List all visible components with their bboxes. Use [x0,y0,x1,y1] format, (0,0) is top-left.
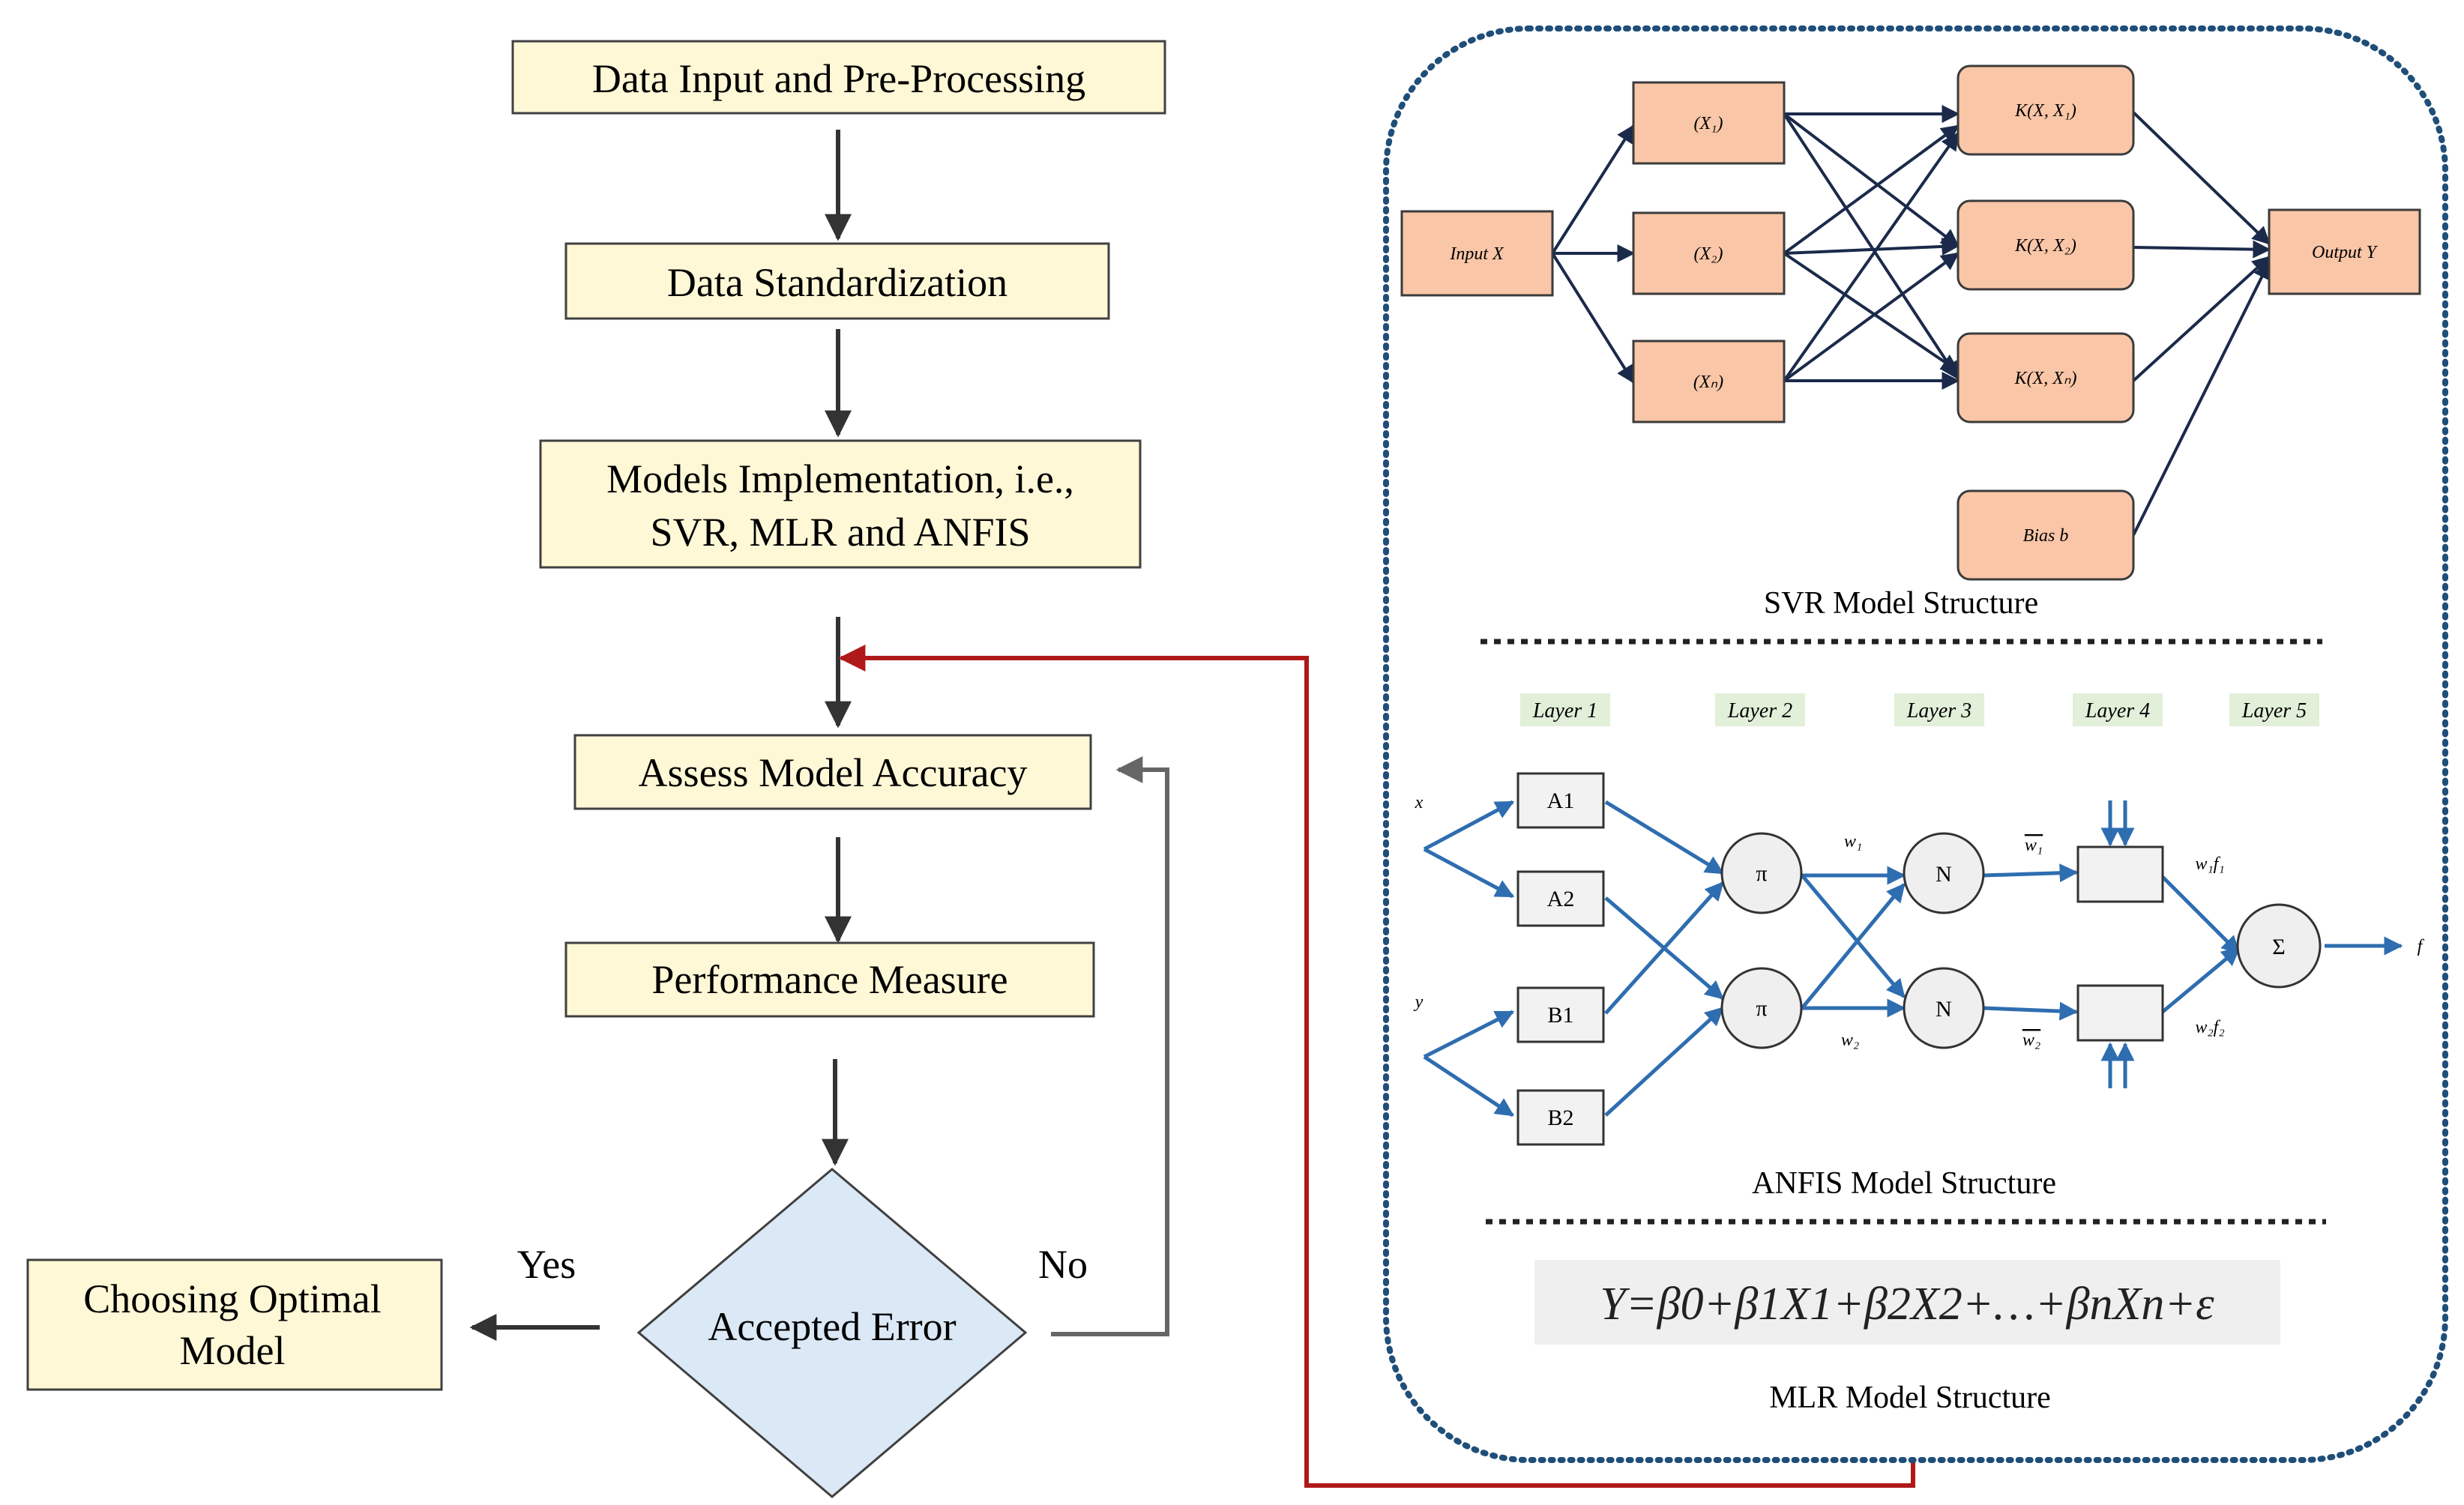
flowchart: Data Input and Pre-Processing Data Stand… [26,40,1915,1498]
layer1-label: Layer 1 [1532,699,1597,723]
anfis-n1-node [1903,832,1985,914]
mlr-formula: Y=β0+β1X1+β2X2+…+βnXn+ε [1600,1279,2214,1330]
svr-caption: SVR Model Structure [1764,586,2038,621]
step-assess-box [573,734,1092,810]
no-label: No [1038,1242,1088,1287]
layer3-label-bg [1894,693,1984,726]
svr-kernel2-node [1957,199,2135,291]
svr-connections [1551,105,2271,536]
svr-output-node [2268,208,2421,295]
anfis-n2-label: N [1936,997,1952,1022]
anfis-pi1-label: π [1756,861,1767,886]
mlr-caption: MLR Model Structure [1769,1381,2051,1415]
optimal-model-box [26,1258,443,1391]
anfis-sum-label: Σ [2272,935,2285,959]
layer2-label: Layer 2 [1727,699,1792,723]
layer1-label-bg [1520,693,1610,726]
anfis-a1-node [1516,772,1605,829]
anfis-w2f2-label: w₂f₂ [2195,1018,2224,1037]
anfis-connections [1423,800,2403,1118]
layer4-label-bg [2073,693,2163,726]
svr-xn-node [1632,340,1786,423]
step-models-label-line2: SVR, MLR and ANFIS [650,510,1030,555]
anfis-caption: ANFIS Model Structure [1752,1166,2056,1201]
svr-output-label: Output Y [2312,243,2379,262]
layer3-label: Layer 3 [1906,699,1971,723]
anfis-b2-node [1516,1089,1605,1146]
mlr-structure: Y=β0+β1X1+β2X2+…+βnXn+ε MLR Model Struct… [1534,1260,2280,1415]
anfis-b2-label: B2 [1547,1106,1573,1130]
svr-x2-label: (X₂) [1694,244,1723,264]
anfis-b1-node [1516,986,1605,1043]
svr-bias-node [1957,489,2135,581]
svr-kernel3-node [1957,332,2135,423]
anfis-a1-label: A1 [1547,788,1575,813]
svr-structure: Input X (X₁) (X₂) (Xₙ) K(X, X₁) K(X, X₂)… [1400,64,2421,621]
svr-x1-node [1632,81,1786,165]
step-models-box [539,439,1142,569]
anfis-sum-node [2236,903,2322,989]
optimal-model-label-line2: Model [180,1328,286,1373]
layer5-label-bg [2229,693,2319,726]
anfis-n1-label: N [1936,862,1952,887]
layer4-label: Layer 4 [2085,699,2150,723]
anfis-input-x: x [1415,793,1424,812]
step-performance-label: Performance Measure [651,957,1007,1002]
model-structures-panel [1383,25,2448,1463]
svr-bias-label: Bias b [2023,526,2069,546]
optimal-model-label-line1: Choosing Optimal [83,1276,382,1321]
anfis-output-label: f [2418,937,2425,956]
mlr-formula-bg [1534,1260,2280,1345]
anfis-w1-label: w₁ [1844,832,1862,851]
anfis-w1f1-label: w₁f₁ [2195,854,2224,874]
yes-label: Yes [517,1242,576,1287]
svr-xn-label: (Xₙ) [1693,373,1723,392]
anfis-pi2-label: π [1756,996,1767,1021]
arrow-no-feedback [1051,756,1169,1336]
anfis-b1-label: B1 [1547,1003,1573,1028]
step-assess-label: Assess Model Accuracy [639,750,1028,795]
decision-label: Accepted Error [708,1304,956,1349]
svr-kernel3-label: K(X, Xₙ) [2014,369,2077,388]
svr-kernel2-label: K(X, X₂) [2014,236,2076,256]
anfis-a2-label: A2 [1547,887,1575,911]
anfis-pi2-node [1720,967,1803,1049]
step-models-label-line1: Models Implementation, i.e., [606,456,1074,501]
step-performance-box [564,941,1095,1018]
layer5-label: Layer 5 [2241,699,2307,723]
anfis-layer4-box1 [2076,845,2164,903]
svr-x1-label: (X₁) [1694,114,1723,133]
step-data-input-label: Data Input and Pre-Processing [592,56,1085,101]
anfis-a2-node [1516,870,1605,927]
svr-kernel1-node [1957,64,2135,156]
step-standardization-label: Data Standardization [667,260,1007,305]
anfis-input-y: y [1414,992,1424,1012]
svr-kernel1-label: K(X, X₁) [2014,101,2076,121]
step-data-input-box [511,40,1166,115]
anfis-n2-node [1903,967,1985,1049]
decision-diamond [636,1168,1028,1498]
svr-input-label: Input X [1449,244,1504,264]
anfis-layer4-box2 [2076,984,2164,1042]
step-standardization-box [564,242,1110,320]
anfis-structure: Layer 1 Layer 2 Layer 3 Layer 4 Layer 5 [1414,693,2425,1201]
svr-input-node [1400,210,1554,297]
anfis-w2bar-label: w₂ [2022,1031,2040,1050]
anfis-w2-label: w₂ [1841,1031,1859,1050]
anfis-w1bar-label: w₁ [2025,836,2043,855]
arrow-red-feedback [838,645,1915,1488]
svr-x2-node [1632,211,1786,295]
layer2-label-bg [1715,693,1805,726]
anfis-pi1-node [1720,832,1803,914]
